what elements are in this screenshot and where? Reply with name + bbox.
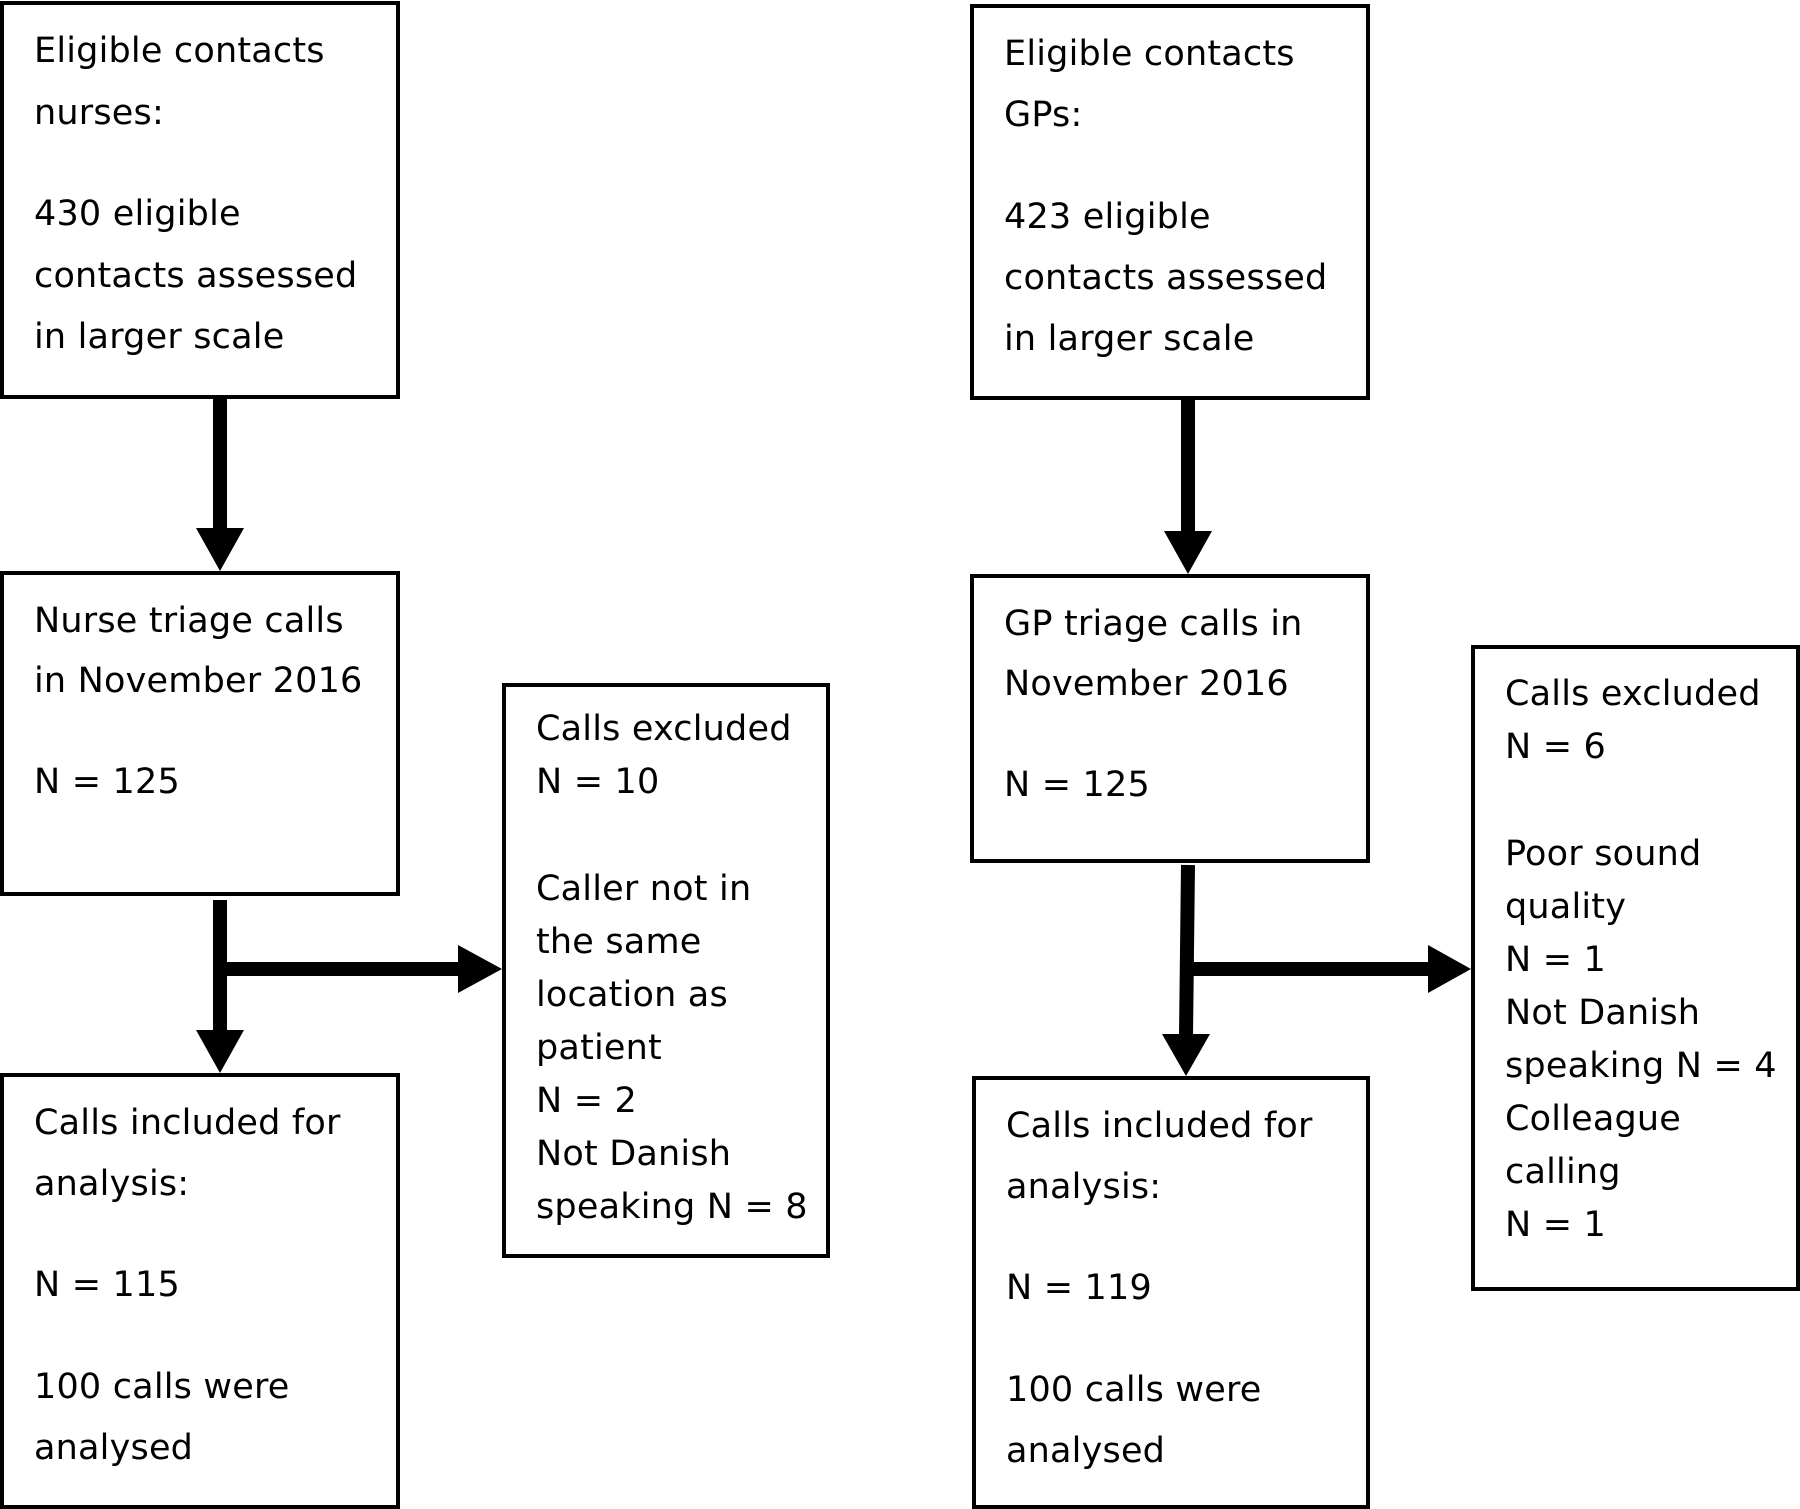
nurses-excluded-box: Calls excluded N = 10 Caller not in the … bbox=[502, 683, 830, 1258]
gps-excluded-reason-1-n: N = 1 bbox=[1505, 940, 1607, 980]
nurses-included-analysed-2: analysed bbox=[34, 1428, 194, 1468]
arrow-nurses-to-excluded bbox=[213, 945, 502, 993]
nurses-included-n: N = 115 bbox=[34, 1265, 180, 1305]
arrow-nurses-triage-to-included bbox=[196, 900, 244, 1073]
gps-excluded-reason-3a: Colleague bbox=[1505, 1099, 1682, 1139]
nurses-eligible-box: Eligible contacts nurses: 430 eligible c… bbox=[0, 1, 400, 399]
gps-excluded-reason-2a: Not Danish bbox=[1505, 993, 1701, 1033]
gps-excluded-reason-1a: Poor sound bbox=[1505, 834, 1702, 874]
nurses-eligible-subtitle: nurses: bbox=[34, 93, 164, 133]
nurses-triage-title: Nurse triage calls bbox=[34, 601, 344, 641]
gps-triage-n: N = 125 bbox=[1004, 765, 1150, 805]
gps-eligible-count: 423 eligible bbox=[1004, 197, 1211, 237]
nurses-excluded-reason-1-n: N = 2 bbox=[536, 1081, 638, 1121]
gps-included-analysed-2: analysed bbox=[1006, 1431, 1166, 1471]
gps-excluded-box: Calls excluded N = 6 Poor sound quality … bbox=[1471, 645, 1800, 1291]
gps-triage-title: GP triage calls in bbox=[1004, 604, 1303, 644]
gps-excluded-reason-3-n: N = 1 bbox=[1505, 1205, 1607, 1245]
gps-excluded-n: N = 6 bbox=[1505, 727, 1607, 767]
arrow-gps-triage-to-included bbox=[1162, 864, 1210, 1076]
nurses-included-analysed-1: 100 calls were bbox=[34, 1367, 290, 1407]
gps-included-subtitle: analysis: bbox=[1006, 1167, 1162, 1207]
nurses-excluded-reason-1b: the same bbox=[536, 922, 702, 962]
arrow-gps-eligible-to-triage bbox=[1164, 400, 1212, 574]
nurses-excluded-reason-1a: Caller not in bbox=[536, 869, 752, 909]
nurses-excluded-reason-2a: Not Danish bbox=[536, 1134, 732, 1174]
gps-triage-date: November 2016 bbox=[1004, 664, 1289, 704]
nurses-eligible-title: Eligible contacts bbox=[34, 31, 325, 71]
nurses-excluded-reason-1d: patient bbox=[536, 1028, 662, 1068]
nurses-excluded-title: Calls excluded bbox=[536, 709, 792, 749]
gps-eligible-desc-2: in larger scale bbox=[1004, 319, 1255, 359]
nurses-included-title: Calls included for bbox=[34, 1103, 341, 1143]
gps-included-n: N = 119 bbox=[1006, 1268, 1152, 1308]
gps-excluded-reason-2b: speaking N = 4 bbox=[1505, 1046, 1777, 1086]
nurses-excluded-reason-2b: speaking N = 8 bbox=[536, 1187, 808, 1227]
gps-included-box: Calls included for analysis: N = 119 100… bbox=[972, 1076, 1370, 1509]
nurses-excluded-reason-1c: location as bbox=[536, 975, 728, 1015]
arrow-nurses-eligible-to-triage bbox=[196, 399, 244, 571]
arrow-gps-to-excluded bbox=[1187, 945, 1471, 993]
nurses-triage-date: in November 2016 bbox=[34, 661, 363, 701]
gps-eligible-desc-1: contacts assessed bbox=[1004, 258, 1328, 298]
nurses-eligible-desc-2: in larger scale bbox=[34, 317, 285, 357]
gps-eligible-box: Eligible contacts GPs: 423 eligible cont… bbox=[970, 4, 1370, 400]
gps-eligible-subtitle: GPs: bbox=[1004, 95, 1083, 135]
gps-excluded-reason-1b: quality bbox=[1505, 887, 1627, 927]
nurses-triage-n: N = 125 bbox=[34, 762, 180, 802]
gps-excluded-reason-3b: calling bbox=[1505, 1152, 1621, 1192]
nurses-eligible-desc-1: contacts assessed bbox=[34, 256, 358, 296]
nurses-eligible-count: 430 eligible bbox=[34, 194, 241, 234]
nurses-included-box: Calls included for analysis: N = 115 100… bbox=[0, 1073, 400, 1509]
nurses-excluded-n: N = 10 bbox=[536, 762, 660, 802]
gps-eligible-title: Eligible contacts bbox=[1004, 34, 1295, 74]
nurses-included-subtitle: analysis: bbox=[34, 1164, 190, 1204]
nurses-triage-box: Nurse triage calls in November 2016 N = … bbox=[0, 571, 400, 896]
gps-included-title: Calls included for bbox=[1006, 1106, 1313, 1146]
gps-excluded-title: Calls excluded bbox=[1505, 674, 1761, 714]
gps-triage-box: GP triage calls in November 2016 N = 125 bbox=[970, 574, 1370, 863]
gps-included-analysed-1: 100 calls were bbox=[1006, 1370, 1262, 1410]
